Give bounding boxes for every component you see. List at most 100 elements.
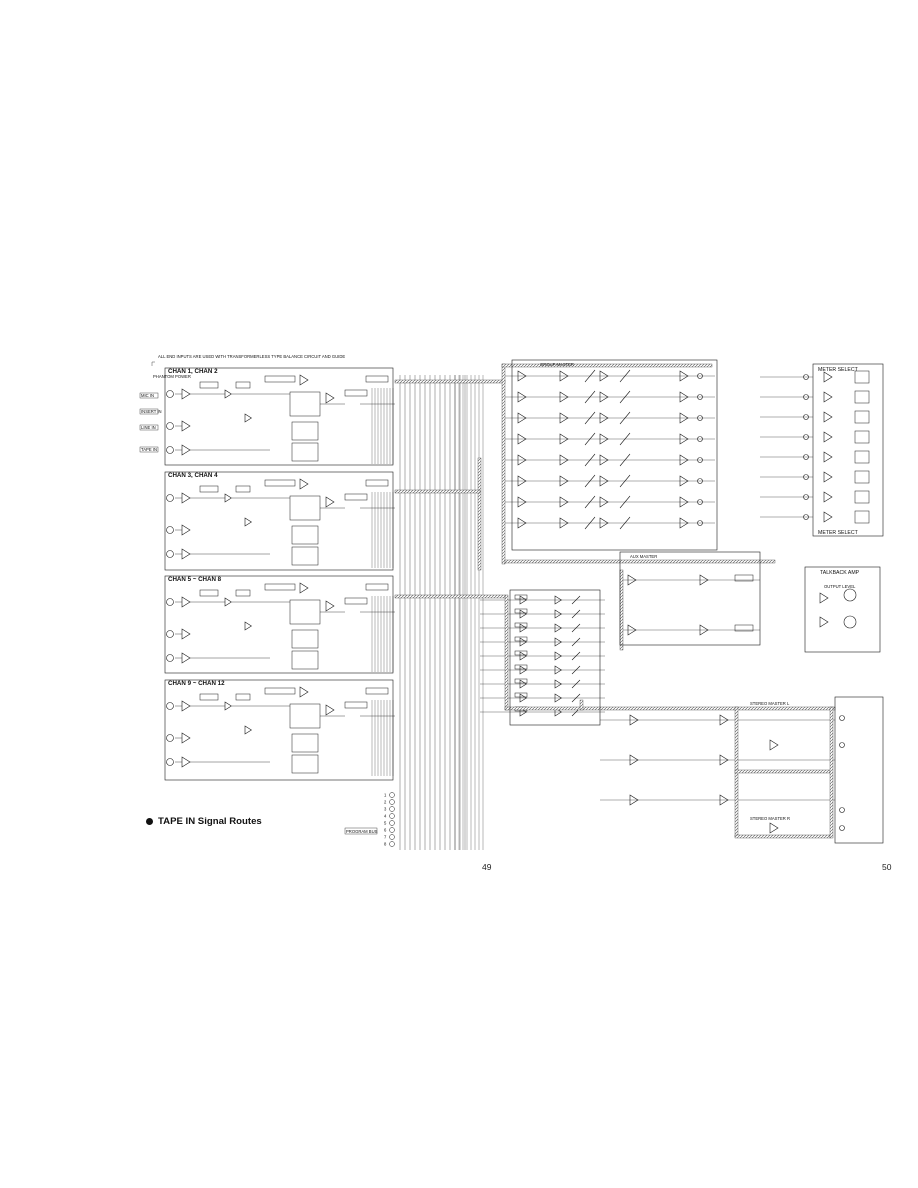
group-input-amp bbox=[517, 412, 527, 424]
bus-number-label: 8 bbox=[384, 842, 387, 847]
tape-amp-triangle bbox=[181, 548, 191, 560]
page-number-right: 50 bbox=[882, 862, 892, 872]
wire bbox=[571, 623, 581, 633]
jack-circle bbox=[166, 526, 174, 534]
return-amp bbox=[519, 665, 527, 675]
talkback-amp bbox=[819, 616, 829, 628]
return-amp bbox=[519, 623, 527, 633]
return-amp bbox=[519, 609, 527, 619]
meter-relay-box bbox=[854, 370, 870, 384]
eq-amp-triangle bbox=[299, 582, 309, 594]
wire bbox=[571, 595, 581, 605]
return-label-box bbox=[514, 636, 528, 642]
buffer-triangle bbox=[244, 517, 252, 527]
wire bbox=[619, 369, 631, 383]
program-bus-label: PROGRAM BUS bbox=[346, 829, 378, 834]
aux-out-box bbox=[734, 574, 754, 582]
wire bbox=[584, 474, 596, 488]
group-input-amp bbox=[517, 454, 527, 466]
gain-block bbox=[199, 381, 219, 389]
wire bbox=[571, 679, 581, 689]
phase-block bbox=[235, 589, 251, 597]
wire bbox=[619, 390, 631, 404]
equalizer-block bbox=[289, 391, 321, 417]
mic-in-label: MIC IN bbox=[141, 393, 154, 398]
buffer-triangle bbox=[224, 597, 232, 607]
wire bbox=[571, 637, 581, 647]
group-buffer-amp bbox=[559, 370, 569, 382]
stereo-master-r-label: STEREO MASTER R bbox=[750, 816, 790, 821]
tape-amp-triangle bbox=[181, 444, 191, 456]
aux-block bbox=[291, 525, 319, 545]
return-amp bbox=[519, 651, 527, 661]
wire bbox=[584, 453, 596, 467]
aux-block bbox=[291, 546, 319, 566]
meter-amp bbox=[823, 471, 833, 483]
eq-amp-triangle bbox=[299, 478, 309, 490]
bus-number-label: 6 bbox=[384, 828, 387, 833]
wire bbox=[619, 411, 631, 425]
channel-group-title-1: CHAN 1, CHAN 2 bbox=[168, 368, 218, 375]
aux-block bbox=[291, 421, 319, 441]
master-out-amp bbox=[769, 739, 779, 751]
signal-components bbox=[166, 369, 870, 850]
return-amp bbox=[519, 693, 527, 703]
group-output-amp bbox=[679, 391, 689, 403]
return-amp bbox=[519, 679, 527, 689]
channel-group-title-4: CHAN 9 ~ CHAN 12 bbox=[168, 680, 225, 687]
jack-circle bbox=[166, 598, 174, 606]
fader-amp-triangle bbox=[325, 704, 335, 716]
input-labels: MIC IN INSERT IN LINE IN TAPE IN PHANTOM… bbox=[139, 374, 191, 453]
direct-out-block bbox=[264, 479, 296, 487]
bus-jack-circle bbox=[389, 841, 395, 847]
figure-caption: TAPE IN Signal Routes bbox=[146, 816, 262, 827]
return-label-box bbox=[514, 678, 528, 684]
buffer-triangle bbox=[244, 413, 252, 423]
return-amp bbox=[554, 679, 562, 689]
line-amp-triangle bbox=[181, 732, 191, 744]
bus-jack-circle bbox=[389, 799, 395, 805]
gain-block bbox=[199, 693, 219, 701]
meter-relay-box bbox=[854, 490, 870, 504]
wire bbox=[584, 516, 596, 530]
group-fader-amp bbox=[599, 433, 609, 445]
aux-block bbox=[291, 650, 319, 670]
jack-circle bbox=[166, 654, 174, 662]
fader-amp-triangle bbox=[325, 392, 335, 404]
talkback-mic-circle bbox=[843, 588, 857, 602]
stereo-master-l-label: STEREO MASTER L bbox=[750, 701, 790, 706]
group-buffer-amp bbox=[559, 517, 569, 529]
group-output-amp bbox=[679, 433, 689, 445]
wire bbox=[619, 432, 631, 446]
group-buffer-amp bbox=[559, 433, 569, 445]
tape-in-label: TAPE IN bbox=[141, 447, 157, 452]
group-input-amp bbox=[517, 496, 527, 508]
phase-block bbox=[235, 693, 251, 701]
aux-block bbox=[291, 442, 319, 462]
meter-amp bbox=[823, 431, 833, 443]
preamp-triangle bbox=[181, 388, 191, 400]
group-master-label: GROUP MASTER bbox=[540, 362, 574, 367]
group-input-amp bbox=[517, 475, 527, 487]
output-jack bbox=[839, 742, 845, 748]
direct-out-label-box bbox=[365, 375, 389, 383]
jack-circle bbox=[166, 550, 174, 558]
direct-out-label-box bbox=[365, 687, 389, 695]
preamp-triangle bbox=[181, 492, 191, 504]
return-label-box bbox=[514, 622, 528, 628]
meter-amp bbox=[823, 451, 833, 463]
group-fader-amp bbox=[599, 454, 609, 466]
group-input-amp bbox=[517, 433, 527, 445]
fader-amp-triangle bbox=[325, 496, 335, 508]
group-output-jack bbox=[697, 436, 703, 442]
group-buffer-amp bbox=[559, 454, 569, 466]
wire bbox=[619, 474, 631, 488]
buffer-triangle bbox=[224, 701, 232, 711]
tape-in-routes bbox=[394, 363, 836, 839]
aux-block bbox=[291, 754, 319, 774]
group-input-amp bbox=[517, 370, 527, 382]
bus-number-label: 2 bbox=[384, 800, 387, 805]
tape-amp-triangle bbox=[181, 756, 191, 768]
group-output-amp bbox=[679, 412, 689, 424]
